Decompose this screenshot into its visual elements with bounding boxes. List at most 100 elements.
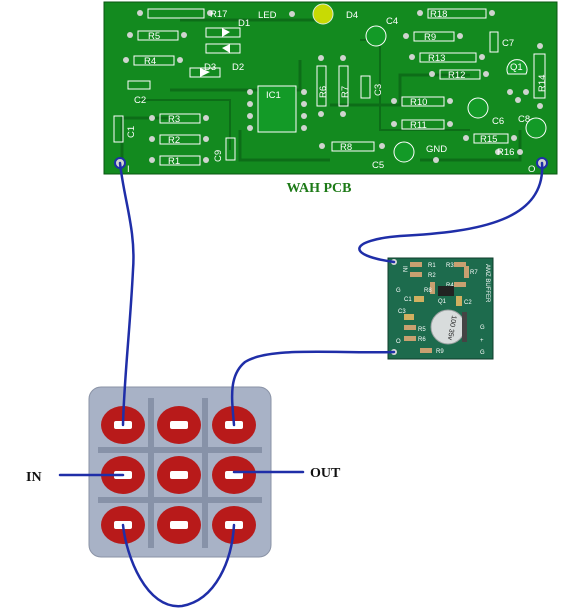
buffer-resistor-r9: R9: [420, 348, 444, 355]
buffer-resistor-r7: R7: [464, 266, 478, 278]
board-title: WAH PCB: [287, 181, 352, 196]
buffer-label-c2: C2: [464, 300, 472, 306]
resistor-r10: R10: [391, 96, 453, 108]
capacitor-c1: C1: [113, 115, 137, 143]
label-r15: R15: [480, 134, 497, 145]
buffer-label-r3: R3: [446, 263, 454, 269]
buffer-transistor-q1: Q1: [438, 286, 454, 305]
capacitor-c5: C5: [372, 141, 415, 171]
wire-pcb-in-to-switch: [118, 161, 135, 427]
label-r5: R5: [148, 31, 160, 42]
label-r16: R16: [497, 147, 514, 158]
buffer-label-q1: Q1: [438, 299, 447, 305]
buffer-resistor-r3: R3: [446, 262, 466, 269]
resistor-r2: R2: [149, 134, 209, 146]
buffer-label-g-bottom: G: [480, 350, 485, 356]
resistor-r3: R3: [149, 113, 209, 125]
label-r17: R17: [210, 9, 227, 20]
capacitor-c3: C3: [360, 75, 384, 99]
resistor-r7: R7: [338, 55, 351, 117]
buffer-capacitor-c1: C1: [404, 296, 424, 303]
buffer-resistor-r5: R5: [404, 325, 426, 333]
label-r6: R6: [318, 86, 329, 98]
buffer-label-r1: R1: [428, 263, 436, 269]
wah-pcb: IC1 R17 R5 R4 R3 R2 R1 R8 R18 R9 R13 R12…: [103, 1, 558, 175]
label-r4: R4: [144, 56, 156, 67]
label-c3: C3: [373, 84, 384, 96]
pad-led: [289, 11, 295, 17]
resistor-r6: R6: [316, 55, 329, 117]
buffer-label-g-right: G: [480, 325, 485, 331]
diode-d3: D3: [189, 62, 221, 78]
buffer-label-out: O: [396, 339, 401, 345]
buffer-label-r5: R5: [418, 327, 426, 333]
ic1-label: IC1: [266, 90, 281, 101]
label-pad-out: O: [528, 164, 535, 175]
ic1-outline: [257, 85, 297, 133]
buffer-resistor-r1: R1: [410, 262, 436, 269]
label-c5: C5: [372, 160, 384, 171]
label-c6: C6: [492, 116, 504, 127]
capacitor-c6: C6: [467, 97, 504, 127]
lug-row-3: [101, 506, 256, 544]
label-q1: Q1: [510, 62, 523, 73]
buffer-label-c3: C3: [398, 309, 406, 315]
label-r7: R7: [340, 86, 351, 98]
resistor-r16: R16: [495, 147, 523, 158]
wire-switch-jumper: [121, 523, 236, 608]
buffer-label-r2: R2: [428, 273, 436, 279]
label-pad-in: I: [127, 164, 130, 175]
label-r13: R13: [428, 53, 445, 64]
transistor-q1: Q1: [506, 59, 529, 103]
label-r11: R11: [410, 120, 427, 131]
wire-pcb-out-to-buffer: [358, 161, 544, 264]
resistor-r13: R13: [409, 52, 485, 64]
buffer-cap-marking: 100 35v: [446, 315, 457, 341]
buffer-resistor-r6: R6: [404, 336, 426, 343]
capacitor-c8: C8: [518, 114, 547, 139]
buffer-title: AMZ BUFFER: [484, 264, 490, 303]
label-r2: R2: [168, 135, 180, 146]
resistor-r18: R18: [417, 8, 495, 20]
label-c2: C2: [134, 95, 146, 106]
label-d2: D2: [232, 62, 244, 73]
capacitor-c4: C4: [365, 16, 398, 47]
resistor-r8: R8: [319, 141, 385, 153]
label-c4: C4: [386, 16, 398, 27]
input-label: IN: [26, 470, 42, 485]
label-r1: R1: [168, 156, 180, 167]
buffer-capacitor-c2: C2: [456, 296, 472, 306]
resistor-r14: R14: [533, 43, 548, 109]
wah-pcb-traces: [120, 18, 522, 162]
buffer-label-r7: R7: [470, 270, 478, 276]
label-c7: C7: [502, 38, 514, 49]
buffer-resistor-r2: R2: [410, 272, 436, 279]
diode-d2: D2: [205, 43, 244, 73]
label-r8: R8: [340, 142, 352, 153]
resistor-r11: R11: [391, 119, 453, 131]
label-r10: R10: [410, 97, 427, 108]
label-c9: C9: [213, 150, 224, 162]
capacitor-c2: C2: [127, 80, 151, 106]
resistor-r17: R17: [137, 8, 227, 20]
label-r3: R3: [168, 114, 180, 125]
capacitor-c9: C9: [213, 137, 236, 162]
buffer-capacitor-c3: C3: [398, 309, 414, 320]
buffer-label-in: IN: [401, 266, 407, 272]
pad-gnd: [433, 157, 439, 163]
resistor-r4: R4: [123, 55, 183, 67]
label-d1: D1: [238, 18, 250, 29]
resistor-r1: R1: [149, 155, 209, 167]
resistor-r5: R5: [127, 30, 187, 42]
buffer-resistor-r8: R8: [424, 282, 435, 294]
label-gnd: GND: [426, 144, 447, 155]
buffer-label-c1: C1: [404, 297, 412, 303]
footswitch-grid: [98, 398, 262, 548]
output-label: OUT: [310, 466, 341, 481]
label-c1: C1: [126, 126, 137, 138]
resistor-r15: R15: [463, 133, 517, 145]
wire-buffer-to-switch: [230, 350, 396, 427]
buffer-label-g-left: G: [396, 288, 401, 294]
